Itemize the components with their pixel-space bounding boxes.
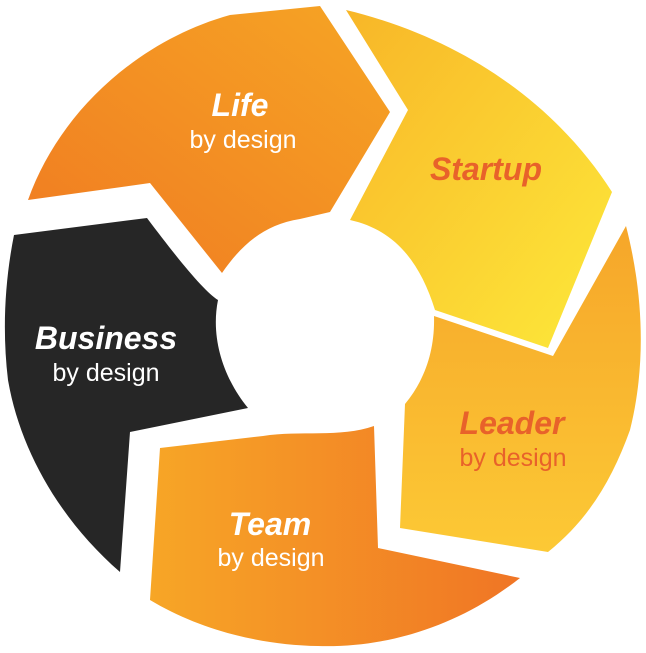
label-leader-subtitle: by design: [459, 444, 566, 472]
label-life-title: Life: [212, 87, 269, 123]
segment-startup: [346, 10, 612, 348]
label-team: Team by design: [217, 506, 324, 572]
label-business-title: Business: [35, 320, 177, 356]
label-business: Business by design: [35, 320, 177, 387]
segment-team: [150, 426, 520, 647]
label-leader: Leader by design: [459, 405, 566, 472]
segment-leader: [400, 226, 641, 552]
label-leader-title: Leader: [460, 405, 566, 441]
label-life: Life by design: [189, 87, 296, 154]
label-team-title: Team: [229, 506, 311, 542]
label-team-subtitle: by design: [217, 544, 324, 572]
segment-life: [28, 6, 390, 273]
label-startup-title: Startup: [430, 151, 542, 187]
label-business-subtitle: by design: [52, 359, 159, 387]
segment-business: [4, 218, 248, 572]
label-startup: Startup: [430, 151, 542, 187]
label-life-subtitle: by design: [189, 126, 296, 154]
